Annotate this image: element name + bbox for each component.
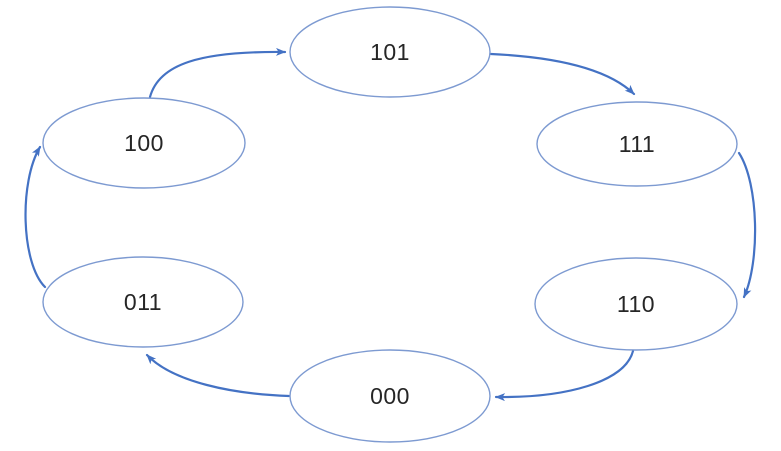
state-node-111[interactable]: 111 xyxy=(536,101,738,187)
transition-arrow-100-to-101 xyxy=(148,47,287,99)
state-label: 101 xyxy=(370,39,410,65)
transition-arrow-011-to-100 xyxy=(24,145,47,289)
state-label: 110 xyxy=(617,291,655,317)
state-label: 000 xyxy=(370,383,410,409)
state-ellipse xyxy=(42,97,246,189)
state-node-000[interactable]: 000 xyxy=(289,349,491,443)
state-ellipse xyxy=(534,257,738,351)
state-node-100[interactable]: 100 xyxy=(42,97,246,189)
transition-arrow-101-to-111 xyxy=(489,52,636,96)
state-ellipse xyxy=(536,101,738,187)
state-label: 011 xyxy=(124,289,162,315)
state-label: 100 xyxy=(124,130,164,156)
state-ellipse xyxy=(42,256,244,348)
state-ellipse xyxy=(289,6,491,98)
transition-arrow-000-to-011 xyxy=(145,353,291,398)
state-node-101[interactable]: 101 xyxy=(289,6,491,98)
transition-arrows-layer xyxy=(24,47,757,402)
transition-arrow-111-to-110 xyxy=(737,151,757,299)
state-node-011[interactable]: 011 xyxy=(42,256,244,348)
state-nodes-layer: 101 111 110 000 011 100 xyxy=(42,6,738,443)
state-node-110[interactable]: 110 xyxy=(534,257,738,351)
transition-arrow-110-to-000 xyxy=(494,349,635,402)
state-label: 111 xyxy=(619,131,655,157)
state-ellipse xyxy=(289,349,491,443)
